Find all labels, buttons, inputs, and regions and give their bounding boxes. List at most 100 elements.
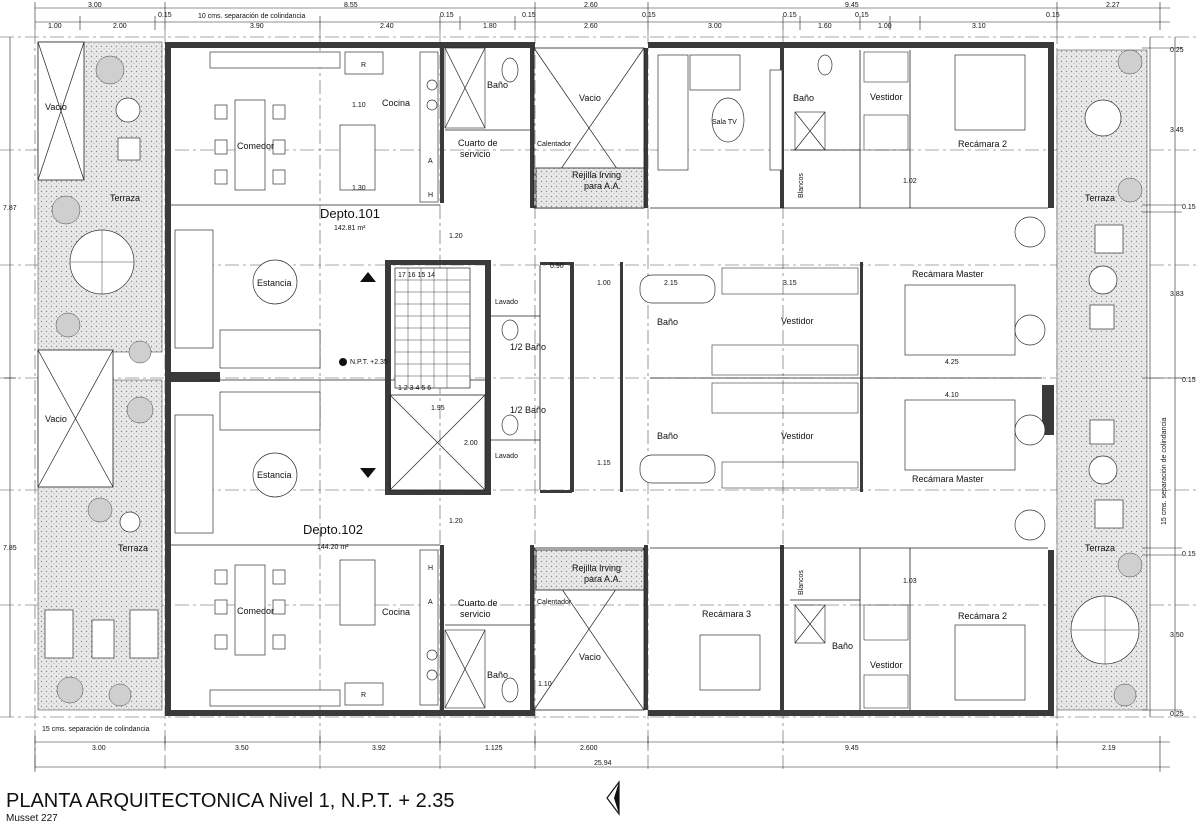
dim-top-4: 9.45 (845, 2, 859, 9)
dim-interior: 2.00 (464, 440, 478, 447)
label-bano-5: Baño (657, 317, 678, 327)
label-master-2: Recámara Master (912, 474, 984, 484)
label-vacio-top: Vacio (45, 102, 67, 112)
label-terraza-1: Terraza (110, 193, 140, 203)
dim-bottom: 3.00 (92, 745, 106, 752)
dim-top-r2: 2.60 (584, 23, 598, 30)
dim-top-r2: 3.10 (972, 23, 986, 30)
dim-top-r2: 0.15 (522, 12, 536, 19)
dim-top-2: 8.55 (344, 2, 358, 9)
dim-interior: 4.10 (945, 392, 959, 399)
label-r-2: R (361, 692, 366, 699)
label-rejilla-1a: Rejilla Irving (572, 170, 621, 180)
level-marker-label: N.P.T. +2.35 (350, 359, 388, 366)
label-comedor-1: Comedor (237, 141, 274, 151)
room-labels: Vacio Vacio Terraza Terraza Terraza Terr… (45, 62, 1115, 699)
dim-interior: 4.25 (945, 359, 959, 366)
label-h-1: H (428, 192, 433, 199)
label-sala-tv: Sala TV (712, 119, 737, 126)
dim-right: 3.45 (1170, 127, 1184, 134)
project-name: Musset 227 (6, 813, 58, 824)
label-cocina-2: Cocina (382, 607, 410, 617)
label-lavado-2: Lavado (495, 453, 518, 460)
left-dimensions: 7.87 7.85 (3, 37, 17, 717)
unit-102-area: 144.20 m² (317, 544, 349, 551)
dim-top-r2: 1.00 (48, 23, 62, 30)
dim-top-r2: 2.40 (380, 23, 394, 30)
dim-interior: 1.95 (431, 405, 445, 412)
dim-bottom-total: 25.94 (594, 760, 612, 767)
dim-bottom: 9.45 (845, 745, 859, 752)
unit-labels: Depto.101 142.81 m² Depto.102 144.20 m² … (303, 206, 388, 551)
dim-top-1: 3.00 (88, 2, 102, 9)
label-vacio-center-1: Vacio (579, 93, 601, 103)
label-rejilla-2a: Rejilla Irving (572, 563, 621, 573)
dim-interior: 1.20 (449, 233, 463, 240)
dim-interior: 1.15 (597, 460, 611, 467)
top-separation-note: 10 cms. separación de colindancia (198, 13, 306, 20)
label-estancia-1: Estancia (257, 278, 292, 288)
label-blancos-1: Blancos (798, 173, 805, 198)
dim-interior: 3.15 (783, 280, 797, 287)
label-calentador-2: Calentador (537, 599, 572, 606)
bottom-separation-note: 15 cms. separación de colindancia (42, 726, 150, 733)
label-vestidor-4: Vestidor (781, 431, 814, 441)
label-lavado-1: Lavado (495, 299, 518, 306)
label-blancos-2: Blancos (798, 570, 805, 595)
label-cuarto-1a: Cuarto de (458, 138, 498, 148)
label-rejilla-2b: para A.A. (584, 574, 621, 584)
dim-top-r2: 2.00 (113, 23, 127, 30)
label-vacio-bottom: Vacio (45, 414, 67, 424)
dim-top-r2: 0.15 (783, 12, 797, 19)
plan-title: PLANTA ARQUITECTONICA Nivel 1, N.P.T. + … (6, 790, 455, 812)
label-cuarto-1b: servicio (460, 149, 491, 159)
top-dimensions: 3.00 8.55 2.60 9.45 2.27 1.00 2.00 0.15 … (34, 2, 1170, 30)
label-terraza-2: Terraza (118, 543, 148, 553)
dim-right: 3.83 (1170, 291, 1184, 298)
dim-top-r2: 0.15 (855, 12, 869, 19)
dim-interior: 1.10 (352, 102, 366, 109)
right-separation-note: 15 cms. separación de colindancia (1161, 417, 1168, 525)
dim-top-r2: 1.00 (878, 23, 892, 30)
furniture (174, 51, 1046, 707)
label-master-1: Recámara Master (912, 269, 984, 279)
interior-dimensions: 1.10 1.30 1.20 0.90 1.95 2.00 1.20 1.10 … (352, 102, 959, 688)
label-vestidor-2: Vestidor (870, 660, 903, 670)
dim-top-r2: 0.15 (440, 12, 454, 19)
dim-top-r2: 0.15 (642, 12, 656, 19)
label-a-2: A (428, 599, 433, 606)
label-bano-2: Baño (487, 670, 508, 680)
dim-right: 0.15 (1182, 551, 1196, 558)
label-medio-bano-2: 1/2 Baño (510, 405, 546, 415)
label-medio-bano-1: 1/2 Baño (510, 342, 546, 352)
walls (165, 42, 1054, 716)
dim-interior: 0.90 (550, 263, 564, 270)
label-vestidor-1: Vestidor (870, 92, 903, 102)
dim-interior: 1.30 (352, 185, 366, 192)
label-rejilla-1b: para A.A. (584, 181, 621, 191)
dim-interior: 1.03 (903, 578, 917, 585)
label-terraza-4: Terraza (1085, 543, 1115, 553)
unit-101-name: Depto.101 (320, 206, 380, 221)
left-voids (37, 41, 114, 488)
dim-bottom: 3.50 (235, 745, 249, 752)
dim-right: 0.15 (1182, 204, 1196, 211)
dim-bottom: 3.92 (372, 745, 386, 752)
dim-right: 0.25 (1170, 47, 1184, 54)
closet-bars (535, 51, 909, 709)
dim-top-r2: 3.00 (708, 23, 722, 30)
label-terraza-3: Terraza (1085, 193, 1115, 203)
label-r-1: R (361, 62, 366, 69)
dim-interior: 1.00 (597, 280, 611, 287)
label-h-2: H (428, 565, 433, 572)
dim-top-5: 2.27 (1106, 2, 1120, 9)
right-dimensions: 0.25 3.45 0.15 3.83 0.15 0.15 3.50 0.25 … (1142, 37, 1196, 718)
dim-interior: 1.10 (538, 681, 552, 688)
north-arrow-icon (606, 780, 620, 816)
dim-left: 7.85 (3, 545, 17, 552)
label-cuarto-2b: servicio (460, 609, 491, 619)
label-estancia-2: Estancia (257, 470, 292, 480)
label-cocina-1: Cocina (382, 98, 410, 108)
dim-bottom: 2.600 (580, 745, 598, 752)
